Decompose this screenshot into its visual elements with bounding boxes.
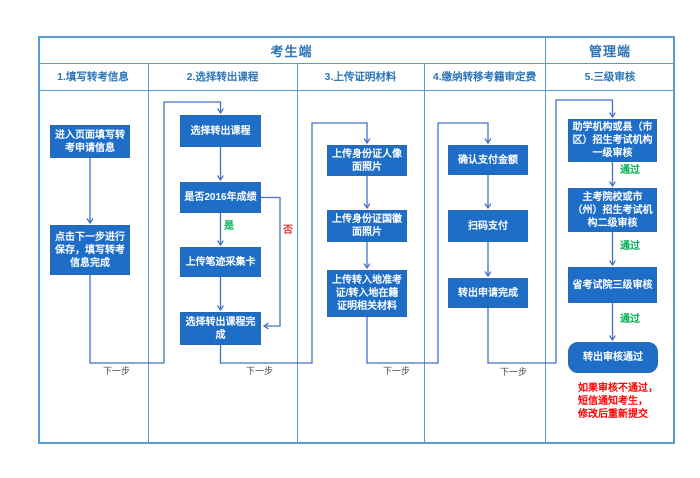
column-header-divider-line	[38, 90, 675, 91]
node-scan-pay: 扫码支付	[448, 210, 528, 242]
node-review-level2: 主考院校或市（州）招生考试机构二级审核	[568, 188, 657, 232]
table-frame	[38, 36, 675, 444]
node-enter-page: 进入页面填写转考申请信息	[50, 125, 130, 158]
node-review-passed: 转出审核通过	[568, 342, 658, 373]
node-upload-id-portrait: 上传身份证人像面照片	[327, 145, 407, 176]
column-border-line	[148, 63, 149, 444]
node-is-2016-score: 是否2016年成绩	[180, 182, 261, 213]
header-divider-line	[38, 63, 675, 64]
note-line: 修改后重新提交	[578, 409, 648, 420]
note-line: 短信通知考生，	[578, 396, 648, 407]
column-header-4: 4.缴纳转移考籍审定费	[432, 71, 537, 83]
admin-border-line	[545, 36, 546, 444]
node-select-course: 选择转出课程	[180, 115, 261, 147]
edge-label-no: 否	[283, 225, 293, 236]
node-upload-transfer-materials: 上传转入地准考证/转入地在籍证明相关材料	[327, 270, 407, 317]
review-fail-note: 如果审核不通过， 短信通知考生， 修改后重新提交	[578, 382, 673, 421]
column-border-line	[297, 63, 298, 444]
edge-label-next-3: 下一步	[383, 366, 411, 376]
column-header-5: 5.三级审核	[584, 71, 636, 83]
edge-label-next-2: 下一步	[246, 366, 274, 376]
column-header-3: 3.上传证明材料	[324, 71, 397, 83]
node-upload-handwriting-card: 上传笔迹采集卡	[180, 247, 261, 277]
node-review-level1: 助学机构或县（市区）招生考试机构一级审核	[568, 119, 657, 162]
edge-label-pass-1: 通过	[620, 165, 640, 176]
header-cell-examinee: 考生端	[270, 43, 313, 59]
node-confirm-amount: 确认支付金额	[448, 145, 528, 175]
column-header-1: 1.填写转考信息	[57, 71, 129, 83]
note-line: 如果审核不通过，	[578, 383, 658, 394]
node-review-level3: 省考试院三级审核	[568, 267, 657, 303]
node-click-next-save: 点击下一步进行保存，填写转考信息完成	[50, 225, 130, 275]
edge-label-pass-3: 通过	[620, 314, 640, 325]
node-select-course-done: 选择转出课程完成	[180, 312, 261, 345]
edge-label-next-4: 下一步	[500, 367, 528, 377]
column-header-2: 2.选择转出课程	[186, 71, 259, 83]
edge-label-pass-2: 通过	[620, 241, 640, 252]
edge-label-yes: 是	[224, 221, 234, 232]
node-transfer-apply-done: 转出申请完成	[448, 278, 528, 308]
column-border-line	[424, 63, 425, 444]
edge-label-next-1: 下一步	[103, 366, 131, 376]
node-upload-id-emblem: 上传身份证国徽面照片	[327, 210, 407, 242]
header-cell-admin: 管理端	[588, 43, 631, 59]
